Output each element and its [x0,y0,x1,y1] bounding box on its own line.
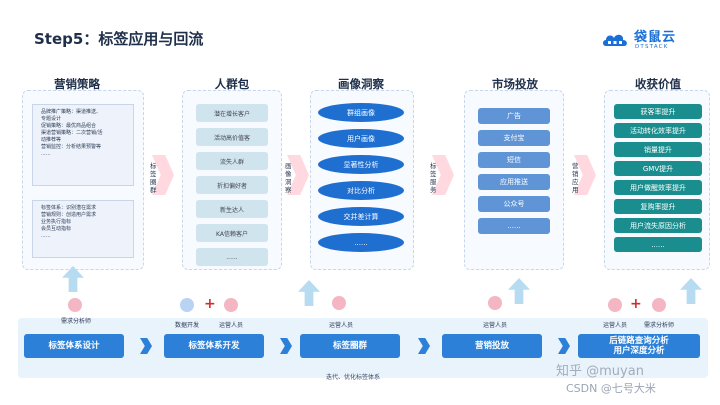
logo-english-text: DTSTACK [635,44,669,50]
chevron-label-service: 标签服务 [430,162,437,194]
step-analysis-line1: 后链路查询分析 [609,336,669,346]
strategy-box-marketing: 品牌推广策略：渠道推送、 专题设计 促销策略：最优商品组合 渠道营销策略：二次营… [32,104,134,186]
person-avatar-icon [488,296,502,310]
chevron-label-marketing: 营销应用 [572,162,579,194]
right-arrow-icon [140,338,152,354]
watermark-zhihu: 知乎 @muyan [556,364,644,379]
chevron-label-portrait: 画像洞察 [285,162,292,194]
role-label: 运营人员 [218,322,243,329]
revenue-item: 用户流失原因分析 [614,218,702,233]
market-item: 公众号 [478,196,550,212]
strategy-item: ...... [41,151,51,157]
step-analysis: 后链路查询分析 用户深度分析 [578,334,700,358]
logo-chinese-text: 袋鼠云 [634,30,677,45]
right-arrow-icon [280,338,292,354]
column-title-revenue: 收获价值 [635,77,681,91]
revenue-item: 销量提升 [614,142,702,157]
crowd-item: 流失人群 [196,152,268,170]
crowd-item: 新生达人 [196,200,268,218]
chevron-label-crowd: 标签圈群 [150,162,157,194]
up-arrow-icon [298,280,320,306]
crowd-item: 折扣偏好者 [196,176,268,194]
market-item: 支付宝 [478,130,550,146]
market-item: 应用推送 [478,174,550,190]
revenue-item: GMV提升 [614,161,702,176]
revenue-item: ...... [614,237,702,252]
strategy-item: 标签体系：识别潜在需求 [41,205,97,211]
strategy-item: ...... [41,233,51,239]
person-avatar-icon [332,296,346,310]
column-title-crowd: 人群包 [214,77,250,91]
strategy-item: 营销规则：创造用户需求 [41,212,97,218]
strategy-item: 专题设计 [41,116,62,122]
column-title-market: 市场投放 [492,77,538,91]
brand-logo: 袋鼠云 DTSTACK [602,26,694,56]
strategy-box-metrics: 标签体系：识别潜在需求 营销规则：创造用户需求 业务执行指标 会员互动指标 ..… [32,200,134,258]
portrait-item: 群组画像 [318,103,404,122]
role-label: 需求分析师 [60,318,91,325]
role-label: 数据开发 [174,322,199,329]
chevron-arrow-icon [287,155,309,195]
strategy-item: 动推荐等 [41,137,62,143]
right-arrow-icon [418,338,430,354]
right-arrow-icon [558,338,570,354]
role-label: 需求分析师 [643,322,674,329]
iteration-note: 迭代、优化标签体系 [326,374,381,381]
portrait-item: 显著性分析 [318,155,404,174]
column-title-strategy: 营销策略 [54,77,100,91]
crowd-item: 活动高价值客 [196,128,268,146]
crowd-item: 潜在增长客户 [196,104,268,122]
strategy-item: 渠道营销策略：二次营销/活 [41,130,103,136]
page-title: Step5：标签应用与回流 [34,30,204,48]
revenue-item: 复购率提升 [614,199,702,214]
up-arrow-icon [508,278,530,304]
market-item: 广告 [478,108,550,124]
plus-icon: + [630,296,642,312]
strategy-item: 会员互动指标 [41,226,72,232]
crowd-item: ...... [196,248,268,266]
step-tag-design: 标签体系设计 [24,334,124,358]
strategy-item: 促销策略：最优商品组合 [41,123,97,129]
step-tag-grouping: 标签圈群 [300,334,400,358]
person-avatar-icon [608,298,622,312]
revenue-item: 活动转化效率提升 [614,123,702,138]
market-item: ...... [478,218,550,234]
strategy-item: 品牌推广策略：渠道推送、 [41,109,102,115]
portrait-item: 用户画像 [318,129,404,148]
strategy-item: 业务执行指标 [41,219,72,225]
person-avatar-icon [652,298,666,312]
crowd-item: KA信赖客户 [196,224,268,242]
revenue-item: 用户做醒效率提升 [614,180,702,195]
portrait-item: 对比分析 [318,181,404,200]
chevron-arrow-icon [432,155,454,195]
role-label: 运营人员 [482,322,507,329]
strategy-item: 营销监控：分析结果预警等 [41,144,102,150]
up-arrow-icon [680,278,702,304]
portrait-item: 交并差计算 [318,207,404,226]
revenue-item: 获客率提升 [614,104,702,119]
plus-icon: + [204,296,216,312]
column-title-portrait: 画像洞察 [338,77,384,91]
person-avatar-icon [180,298,194,312]
role-label: 运营人员 [328,322,353,329]
step-analysis-line2: 用户深度分析 [613,346,665,356]
portrait-item: ...... [318,233,404,252]
person-avatar-icon [68,298,82,312]
chevron-arrow-icon [574,155,596,195]
step-marketing-delivery: 营销投放 [442,334,542,358]
chevron-arrow-icon [152,155,174,195]
watermark-csdn: CSDN @七号大米 [566,382,656,395]
market-item: 短信 [478,152,550,168]
cloud-logo-icon [603,34,627,46]
role-label: 运营人员 [602,322,627,329]
person-avatar-icon [224,298,238,312]
step-tag-development: 标签体系开发 [164,334,264,358]
